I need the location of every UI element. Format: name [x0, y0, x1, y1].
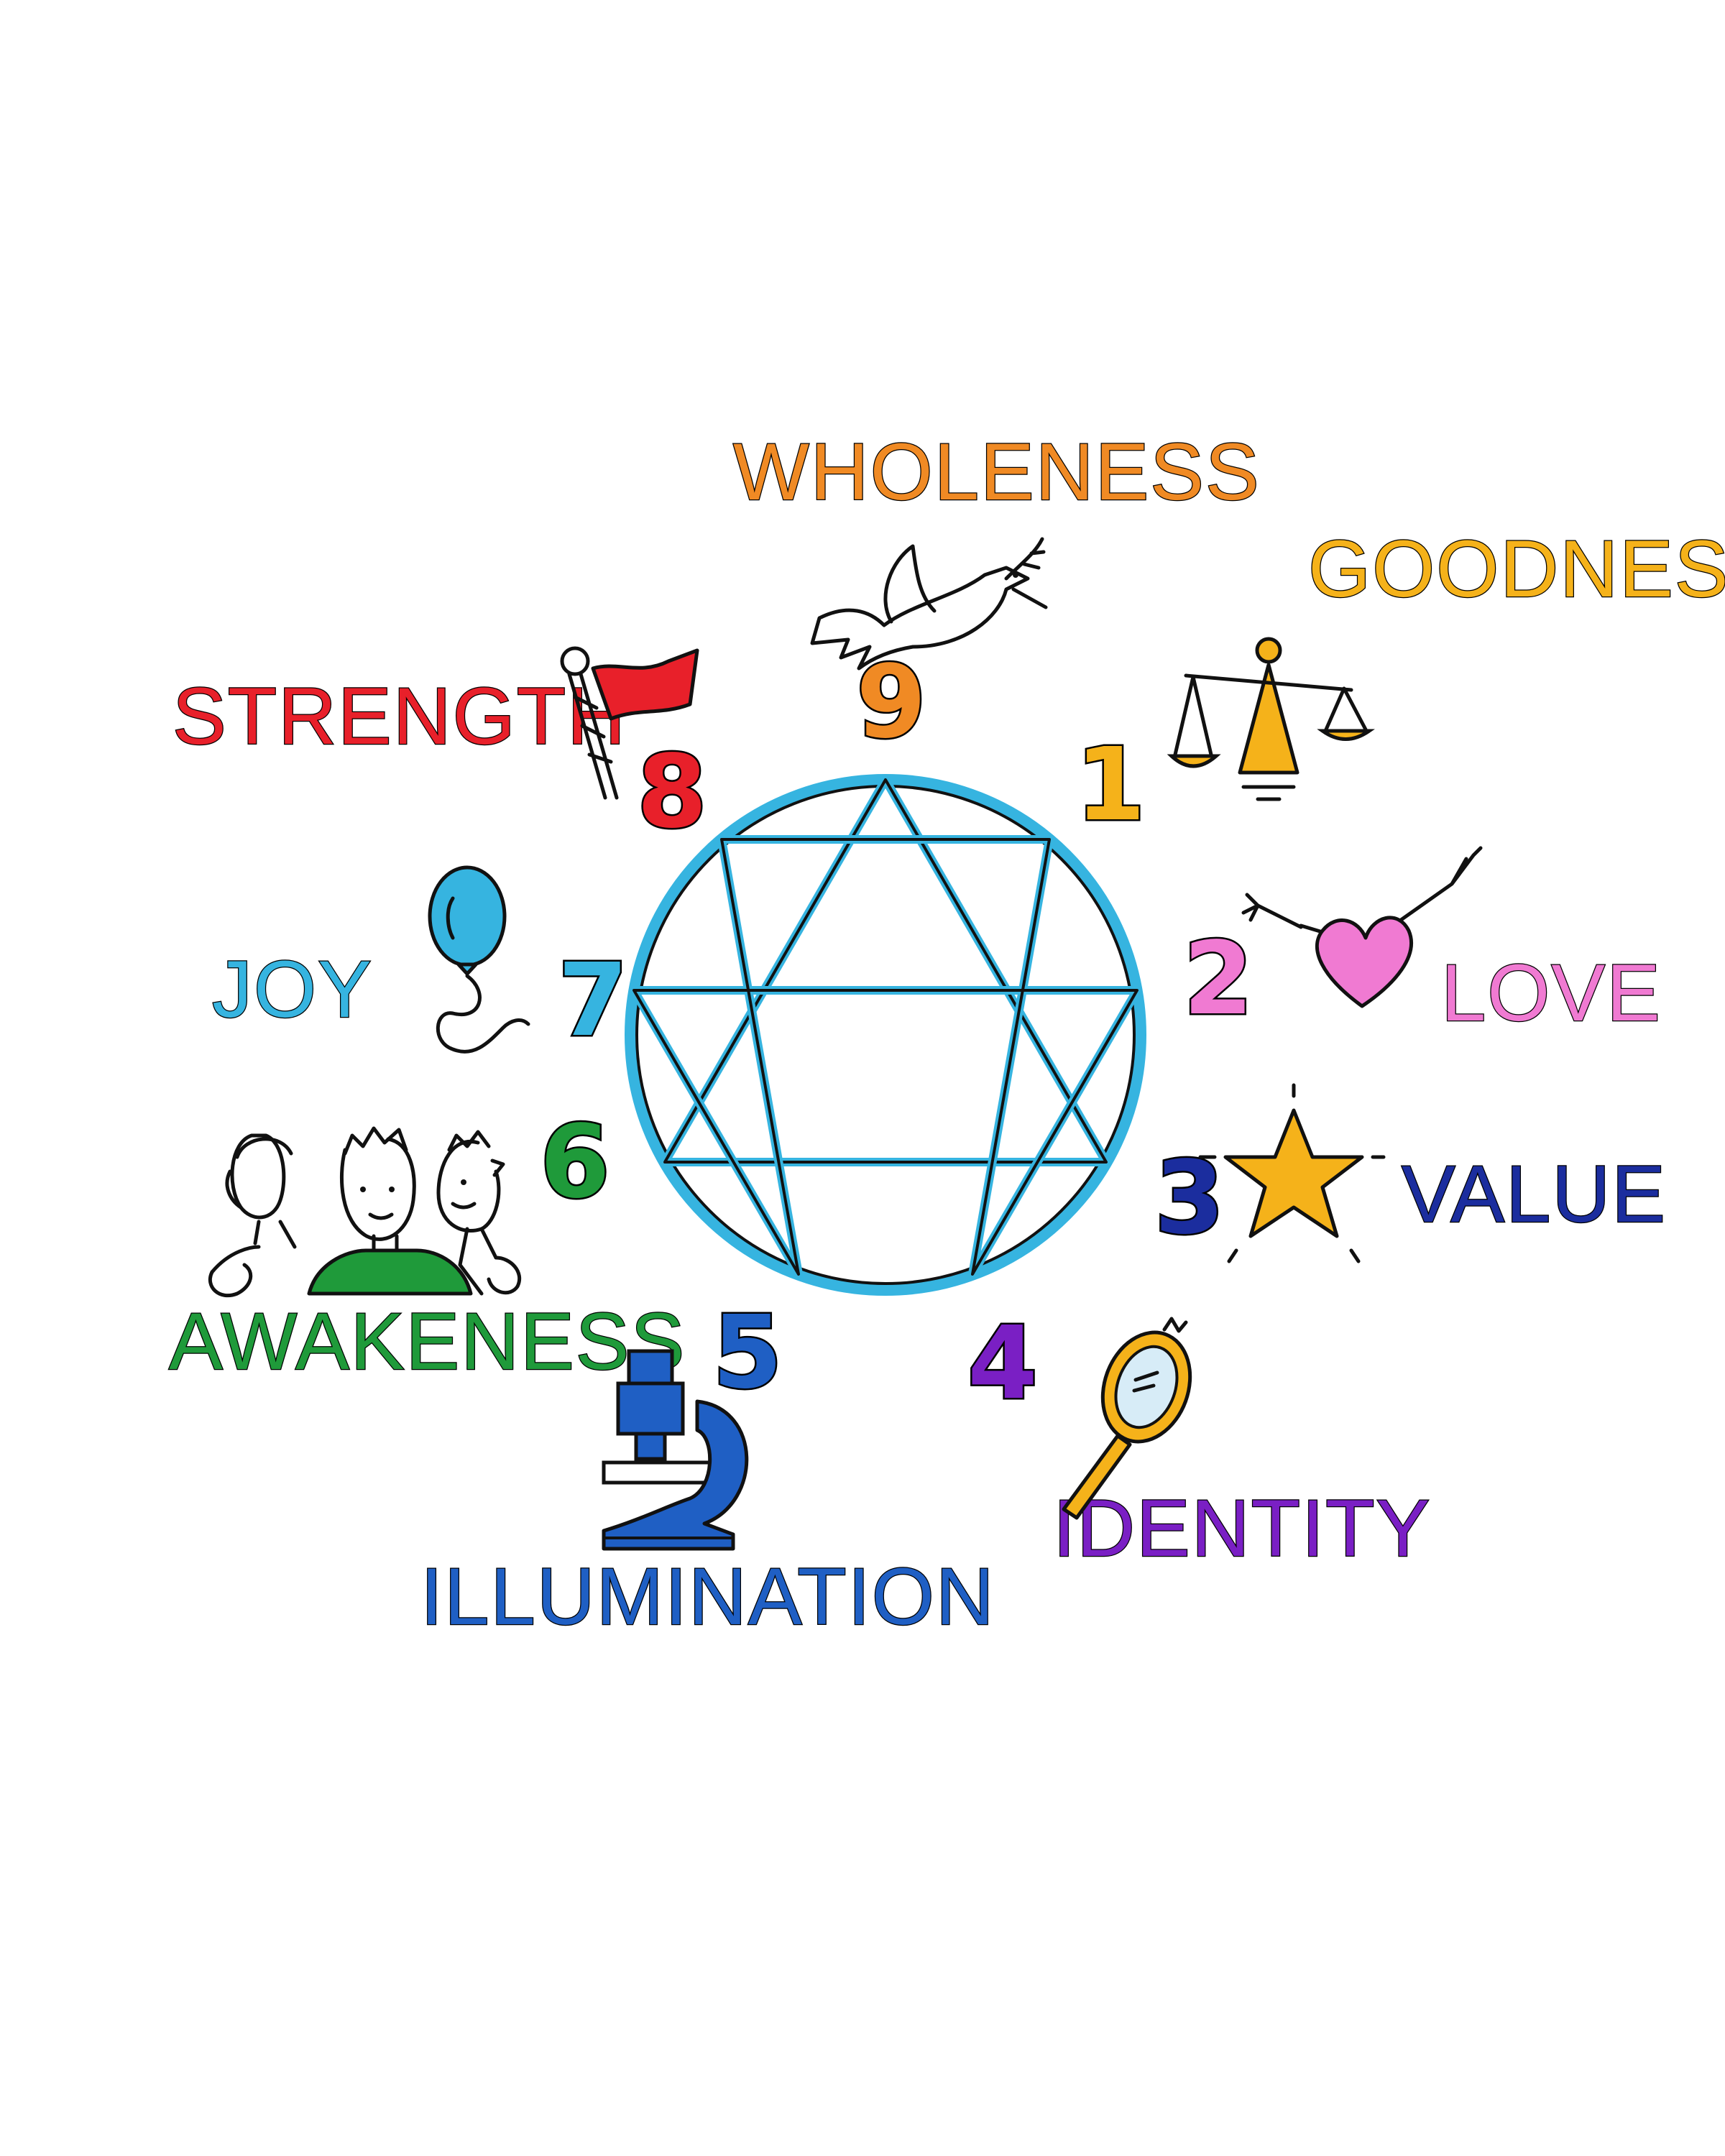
- hand-mirror-icon: [1062, 1317, 1192, 1520]
- point-number-7: 7: [558, 942, 627, 1059]
- label-awakeness: AWAKENESS: [169, 1296, 686, 1386]
- point-number-2: 2: [1183, 921, 1253, 1038]
- label-goodness: GOODNESS: [1308, 524, 1725, 614]
- label-wholeness: WHOLENESS: [733, 427, 1261, 517]
- heart-icon: [1241, 846, 1483, 1008]
- point-number-5: 5: [712, 1294, 782, 1411]
- label-illumination: ILLUMINATION: [420, 1552, 995, 1641]
- label-strength: STRENGTH: [172, 671, 627, 761]
- outer-circle: [625, 774, 1146, 1296]
- triangle-outline: [663, 778, 1108, 1164]
- balloon-icon: [428, 865, 530, 1054]
- scales-icon: [1167, 637, 1375, 801]
- label-identity: IDENTITY: [1053, 1483, 1431, 1573]
- point-number-4: 4: [967, 1305, 1037, 1422]
- people-group-icon: [208, 1126, 522, 1298]
- point-number-8: 8: [637, 734, 707, 851]
- hexad-outline: [632, 838, 1138, 1276]
- label-joy: JOY: [212, 944, 373, 1034]
- outer-circle-outline: [635, 785, 1136, 1285]
- enneagram-figure: [625, 774, 1146, 1296]
- point-number-1: 1: [1075, 727, 1145, 844]
- flag-icon: [560, 646, 699, 800]
- label-value: VALUE: [1402, 1149, 1667, 1239]
- point-number-3: 3: [1154, 1140, 1224, 1257]
- label-love: LOVE: [1441, 948, 1662, 1038]
- point-number-6: 6: [540, 1104, 610, 1221]
- microscope-icon: [602, 1349, 749, 1551]
- star-icon: [1198, 1083, 1386, 1263]
- dove-icon: [810, 537, 1048, 671]
